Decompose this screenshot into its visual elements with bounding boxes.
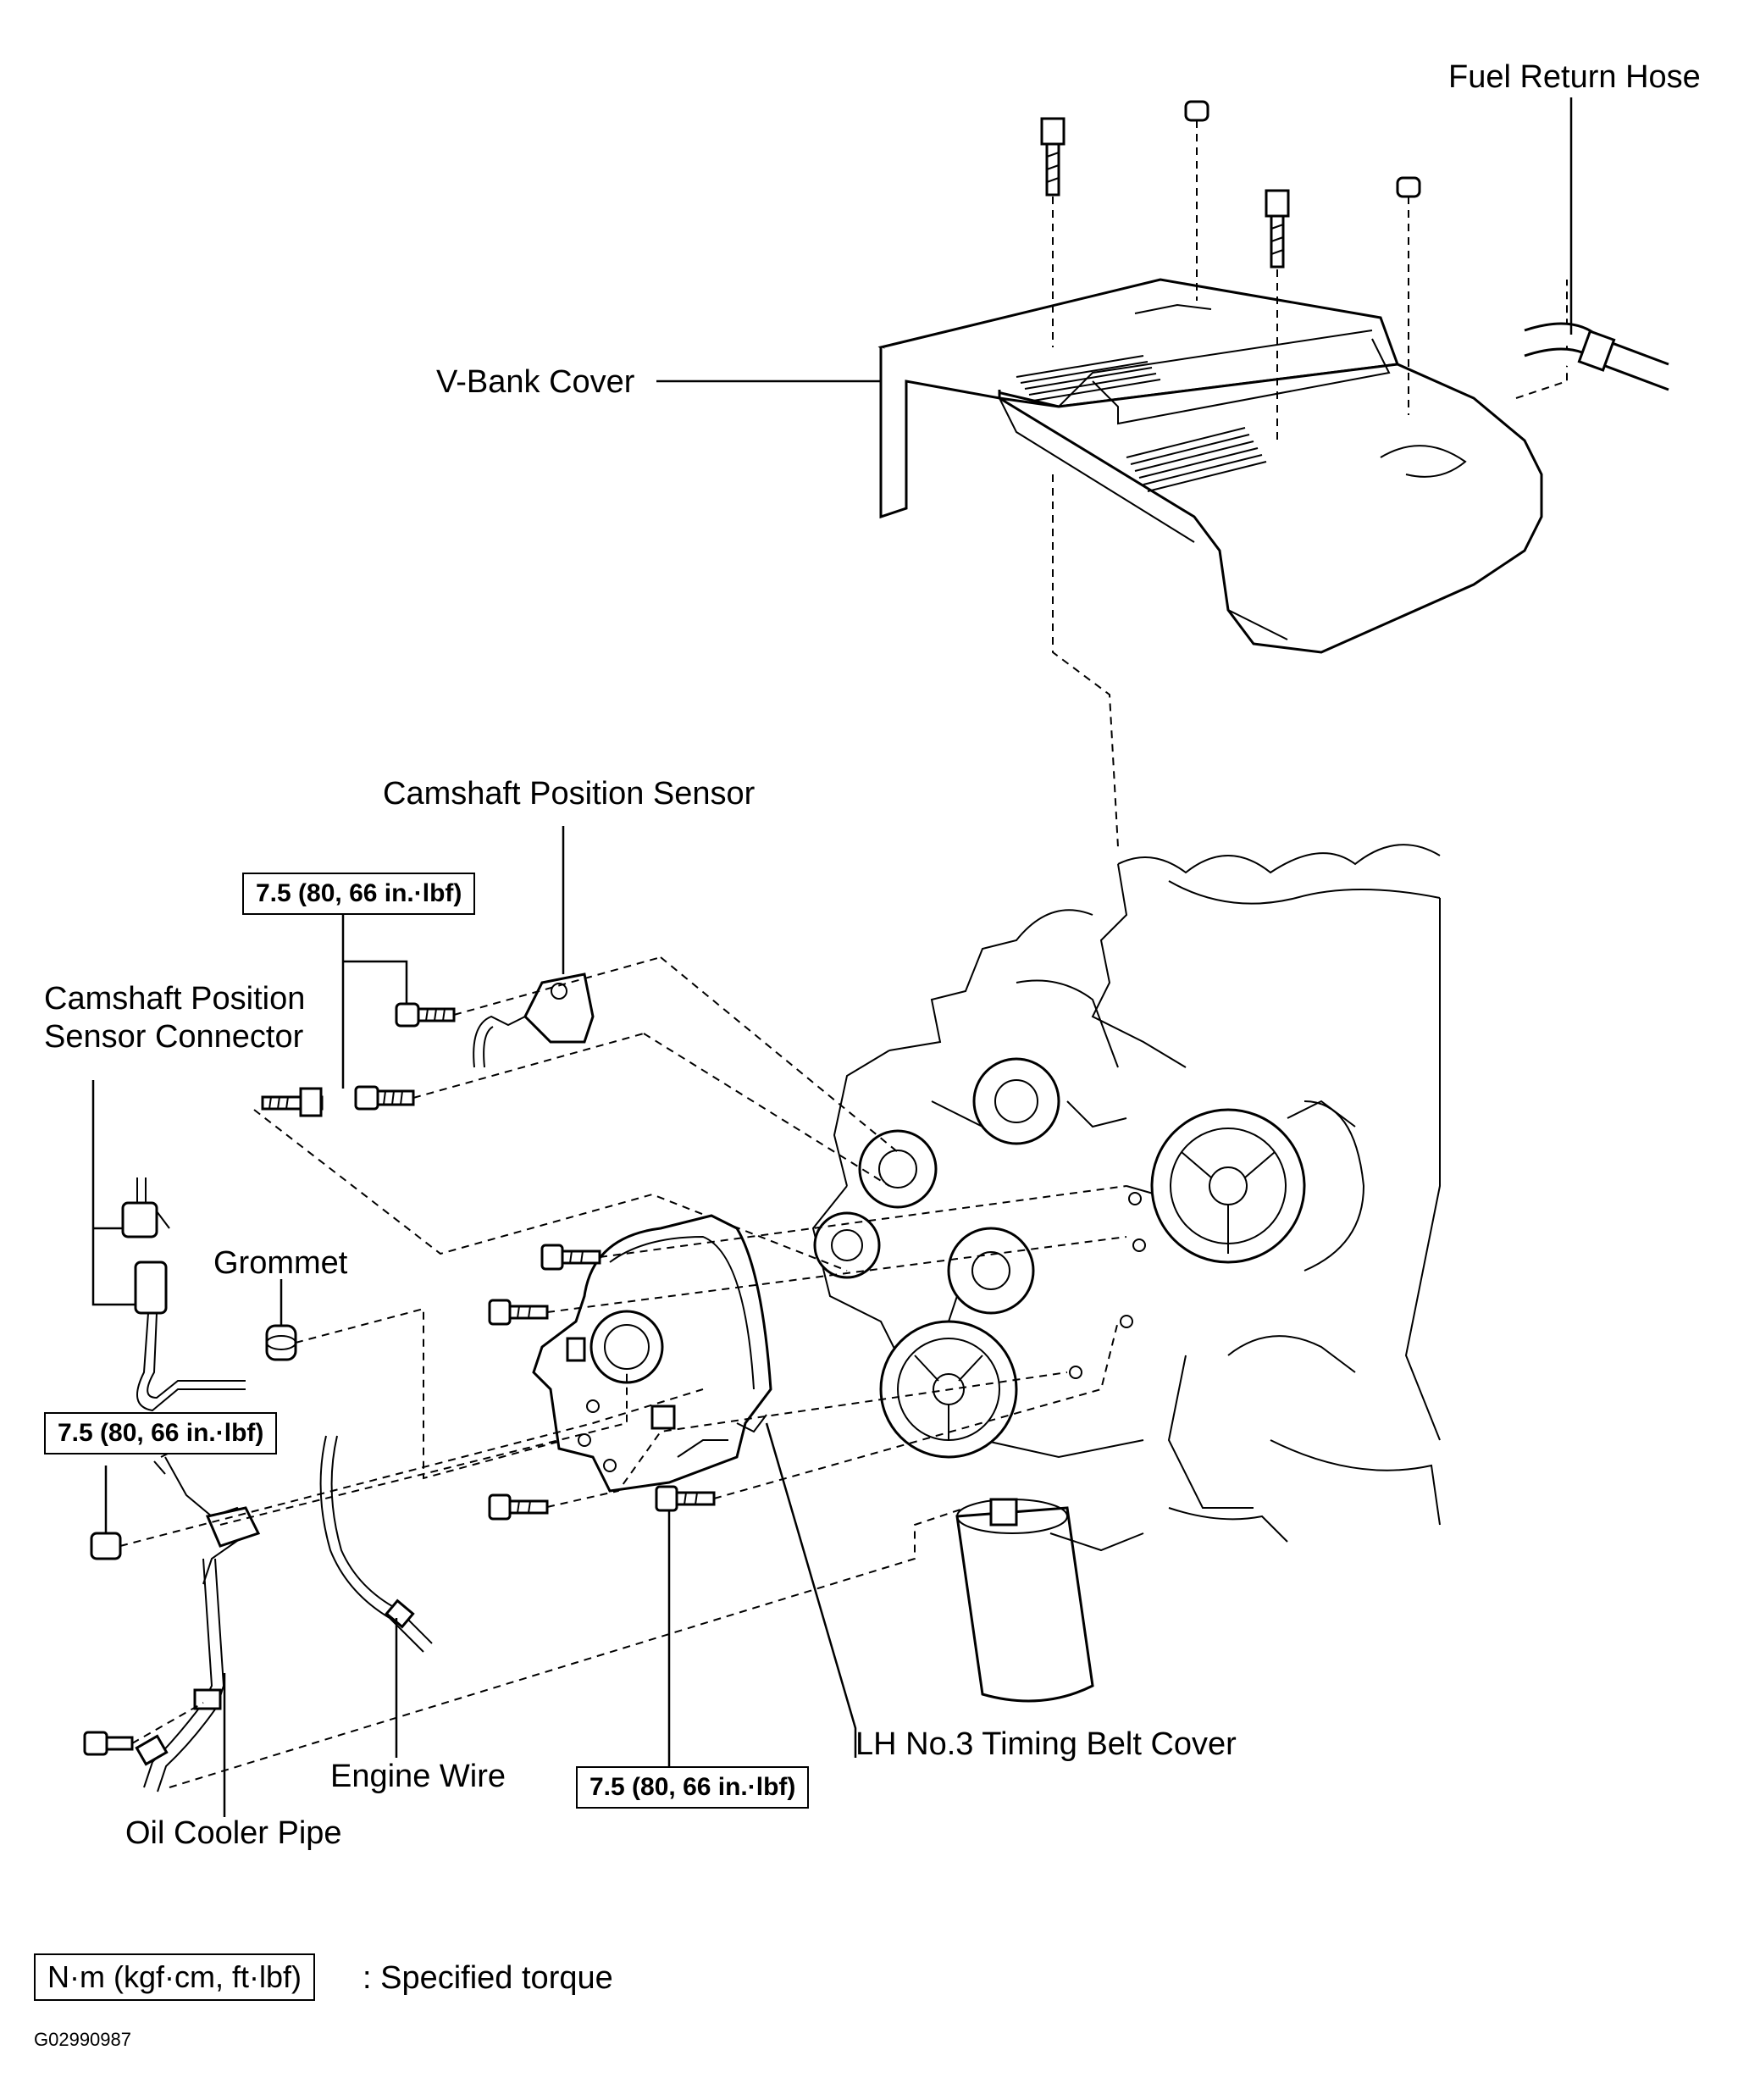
label-grommet: Grommet: [213, 1245, 348, 1281]
camshaft-sensor-bolts: [261, 1002, 456, 1117]
engine-wire-drawing: [319, 1435, 433, 1653]
camshaft-position-sensor-drawing: [473, 972, 595, 1068]
timing-belt-cover-drawing: [532, 1214, 772, 1493]
timing-belt-cover-leader: [765, 1422, 857, 1758]
label-camshaft-sensor-connector-line2: Sensor Connector: [44, 1019, 304, 1055]
label-oil-cooler-pipe: Oil Cooler Pipe: [125, 1815, 342, 1851]
torque-box-camshaft-sensor: 7.5 (80, 66 in.·lbf): [242, 873, 476, 915]
camshaft-torque-bracket: [341, 913, 408, 1089]
legend-description: : Specified torque: [363, 1960, 613, 1996]
torque-box-timing-cover: 7.5 (80, 66 in.·lbf): [576, 1766, 810, 1809]
camshaft-sensor-connector-leader: [91, 1080, 136, 1306]
camshaft-sensor-connector-drawing: [121, 1177, 246, 1412]
v-bank-cover-drawing: [877, 278, 1543, 654]
torque-box-oil-cooler: 7.5 (80, 66 in.·lbf): [44, 1412, 278, 1454]
engine-block-drawing: [811, 844, 1441, 1703]
v-bank-bolts: [1040, 100, 1421, 269]
fuel-return-hose-drawing: [1524, 322, 1669, 391]
v-bank-dashed-lines: [1052, 120, 1568, 848]
label-fuel-return-hose: Fuel Return Hose: [1448, 59, 1701, 95]
label-lh-no3-timing-belt-cover: LH No.3 Timing Belt Cover: [855, 1726, 1237, 1762]
label-engine-wire: Engine Wire: [330, 1759, 506, 1794]
oil-cooler-pipe-drawing: [135, 1439, 261, 1792]
legend-unit-box: N·m (kgf·cm, ft·lbf): [34, 1953, 315, 2001]
label-v-bank-cover: V-Bank Cover: [436, 364, 635, 400]
oil-cooler-dashed-lines: [119, 1372, 966, 1788]
grommet-dashed-line: [295, 1307, 628, 1480]
grommet-drawing: [265, 1324, 297, 1361]
label-camshaft-sensor-connector-line1: Camshaft Position: [44, 981, 306, 1017]
camshaft-sensor-dashed-lines: [253, 956, 899, 1272]
timing-cover-dashed-lines: [546, 1185, 1127, 1508]
label-camshaft-position-sensor: Camshaft Position Sensor: [383, 776, 756, 812]
timing-cover-bolts: [488, 1244, 716, 1521]
oil-cooler-fasteners: [83, 1532, 134, 1756]
figure-id: G02990987: [34, 2029, 131, 2050]
